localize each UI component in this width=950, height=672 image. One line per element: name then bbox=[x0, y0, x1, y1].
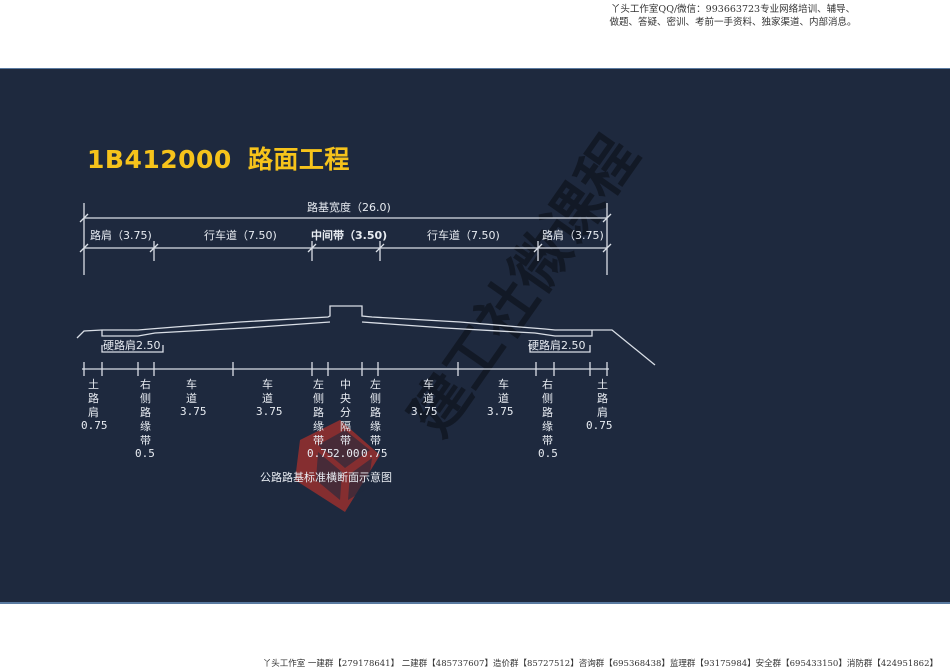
bottom-segment-left-edge-strip-median: 左 侧 路 缘 带 0.75 bbox=[307, 378, 334, 460]
svg-text:肩: 肩 bbox=[88, 405, 99, 419]
svg-text:0.75: 0.75 bbox=[81, 419, 108, 432]
svg-text:央: 央 bbox=[340, 392, 351, 405]
svg-text:2.00: 2.00 bbox=[333, 447, 360, 460]
svg-text:0.75: 0.75 bbox=[586, 419, 613, 432]
svg-text:缘: 缘 bbox=[370, 420, 381, 433]
svg-text:土: 土 bbox=[88, 378, 99, 391]
slide-panel bbox=[0, 68, 950, 604]
svg-text:侧: 侧 bbox=[140, 392, 151, 405]
svg-text:右: 右 bbox=[140, 377, 151, 391]
total-width-label: 路基宽度（26.0) bbox=[307, 200, 391, 214]
bottom-segment-lane-1: 车 道 3.75 bbox=[180, 377, 207, 418]
svg-text:车: 车 bbox=[186, 377, 197, 391]
top-segment-median: 中间带（3.50) bbox=[311, 228, 387, 242]
svg-text:路: 路 bbox=[313, 406, 324, 419]
top-segment-shoulder-right: 路肩（3.75) bbox=[542, 228, 604, 242]
svg-text:带: 带 bbox=[542, 434, 553, 447]
svg-text:路: 路 bbox=[88, 392, 99, 405]
header-note-line1: 丫头工作室QQ/微信：993663723专业网络培训、辅导、 bbox=[610, 4, 856, 15]
bottom-segment-lane-4: 车 道 3.75 bbox=[487, 377, 514, 418]
svg-text:3.75: 3.75 bbox=[411, 405, 438, 418]
diagram-caption: 公路路基标准横断面示意图 bbox=[260, 470, 392, 484]
slide-code: 1B412000 bbox=[87, 145, 232, 174]
slide-heading: 路面工程 bbox=[247, 145, 350, 174]
hard-shoulder-right-label: 硬路肩2.50 bbox=[528, 338, 586, 352]
bottom-segment-edge-strip-right: 右 侧 路 缘 带 0.5 bbox=[538, 377, 558, 460]
svg-text:道: 道 bbox=[498, 391, 509, 405]
svg-text:隔: 隔 bbox=[340, 420, 351, 433]
svg-text:左: 左 bbox=[370, 378, 381, 391]
svg-text:0.75: 0.75 bbox=[361, 447, 388, 460]
svg-text:路: 路 bbox=[140, 406, 151, 419]
svg-text:肩: 肩 bbox=[597, 405, 608, 419]
bottom-segment-right-edge-strip-median: 左 侧 路 缘 带 0.75 bbox=[361, 378, 388, 460]
bottom-segment-lane-3: 车 道 3.75 bbox=[411, 377, 438, 418]
svg-text:车: 车 bbox=[262, 377, 273, 391]
svg-text:中: 中 bbox=[340, 378, 351, 391]
svg-text:侧: 侧 bbox=[542, 392, 553, 405]
svg-text:路: 路 bbox=[370, 406, 381, 419]
svg-text:侧: 侧 bbox=[370, 392, 381, 405]
header-note: 丫头工作室QQ/微信：993663723专业网络培训、辅导、 做题、答疑、密训、… bbox=[568, 3, 898, 29]
watermark-text-icon: 建工社微课程 bbox=[396, 124, 651, 448]
svg-text:0.75: 0.75 bbox=[307, 447, 334, 460]
top-segment-shoulder-left: 路肩（3.75) bbox=[90, 228, 152, 242]
svg-text:左: 左 bbox=[313, 378, 324, 391]
svg-text:缘: 缘 bbox=[313, 420, 324, 433]
svg-text:带: 带 bbox=[140, 434, 151, 447]
bottom-segment-earth-shoulder-left: 土 路 肩 0.75 bbox=[81, 378, 108, 432]
svg-text:侧: 侧 bbox=[313, 392, 324, 405]
svg-text:道: 道 bbox=[186, 391, 197, 405]
svg-text:3.75: 3.75 bbox=[256, 405, 283, 418]
svg-text:路: 路 bbox=[597, 392, 608, 405]
header-note-line2: 做题、答疑、密训、考前一手资料、独家渠道、内部消息。 bbox=[609, 17, 857, 28]
svg-text:带: 带 bbox=[370, 434, 381, 447]
hard-shoulder-left-label: 硬路肩2.50 bbox=[103, 338, 161, 352]
svg-text:道: 道 bbox=[262, 391, 273, 405]
svg-text:车: 车 bbox=[423, 377, 434, 391]
slide-title: 1B412000 路面工程 bbox=[87, 140, 350, 176]
svg-text:带: 带 bbox=[340, 434, 351, 447]
svg-text:0.5: 0.5 bbox=[538, 447, 558, 460]
svg-text:缘: 缘 bbox=[542, 420, 553, 433]
bottom-segment-central-median: 中 央 分 隔 带 2.00 bbox=[333, 378, 360, 460]
svg-text:分: 分 bbox=[340, 406, 351, 419]
bottom-segment-earth-shoulder-right: 土 路 肩 0.75 bbox=[586, 378, 613, 432]
top-segment-lane-right: 行车道（7.50) bbox=[427, 228, 500, 242]
svg-text:右: 右 bbox=[542, 377, 553, 391]
svg-text:车: 车 bbox=[498, 377, 509, 391]
footer-note: 丫头工作室 一建群【279178641】 二建群【485737607】造价群【8… bbox=[262, 659, 938, 669]
top-segment-lane-left: 行车道（7.50) bbox=[204, 228, 277, 242]
svg-text:土: 土 bbox=[597, 378, 608, 391]
svg-text:0.5: 0.5 bbox=[135, 447, 155, 460]
svg-text:道: 道 bbox=[423, 391, 434, 405]
svg-text:路: 路 bbox=[542, 406, 553, 419]
bottom-segment-lane-2: 车 道 3.75 bbox=[256, 377, 283, 418]
svg-text:带: 带 bbox=[313, 434, 324, 447]
svg-text:3.75: 3.75 bbox=[487, 405, 514, 418]
red-cube-logo-icon bbox=[295, 420, 380, 512]
svg-text:缘: 缘 bbox=[140, 420, 151, 433]
svg-text:3.75: 3.75 bbox=[180, 405, 207, 418]
bottom-segment-edge-strip-left: 右 侧 路 缘 带 0.5 bbox=[135, 377, 155, 460]
svg-text:建工社微课程: 建工社微课程 bbox=[396, 124, 651, 448]
